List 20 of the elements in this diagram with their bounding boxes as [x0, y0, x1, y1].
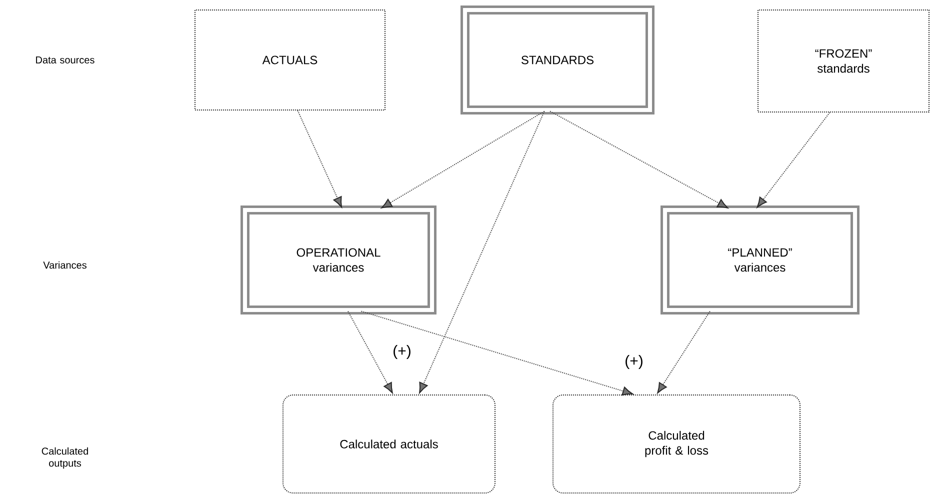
output-box: Calculated actuals — [282, 394, 496, 494]
output-box: Calculated profit & loss — [552, 394, 800, 494]
left-label: Data sources — [36, 56, 94, 64]
source-box: ACTUALS — [194, 10, 386, 110]
source-box: STANDARDS — [460, 6, 654, 114]
left-label: Calculated outputs — [42, 447, 88, 469]
arrow — [360, 310, 634, 396]
arrow — [347, 310, 393, 394]
plus-sign: (+) — [394, 345, 410, 359]
plus-sign: (+) — [626, 355, 642, 369]
arrow — [550, 110, 728, 208]
arrow — [657, 310, 710, 394]
arrow — [419, 110, 545, 394]
left-label: Variances — [43, 261, 86, 269]
variance-box: “PLANNED” variances — [660, 206, 860, 314]
arrow — [756, 112, 830, 208]
source-box: “FROZEN” standards — [758, 10, 930, 112]
arrow — [297, 110, 342, 208]
variance-box: OPERATIONAL variances — [240, 206, 436, 314]
arrow — [381, 110, 545, 208]
